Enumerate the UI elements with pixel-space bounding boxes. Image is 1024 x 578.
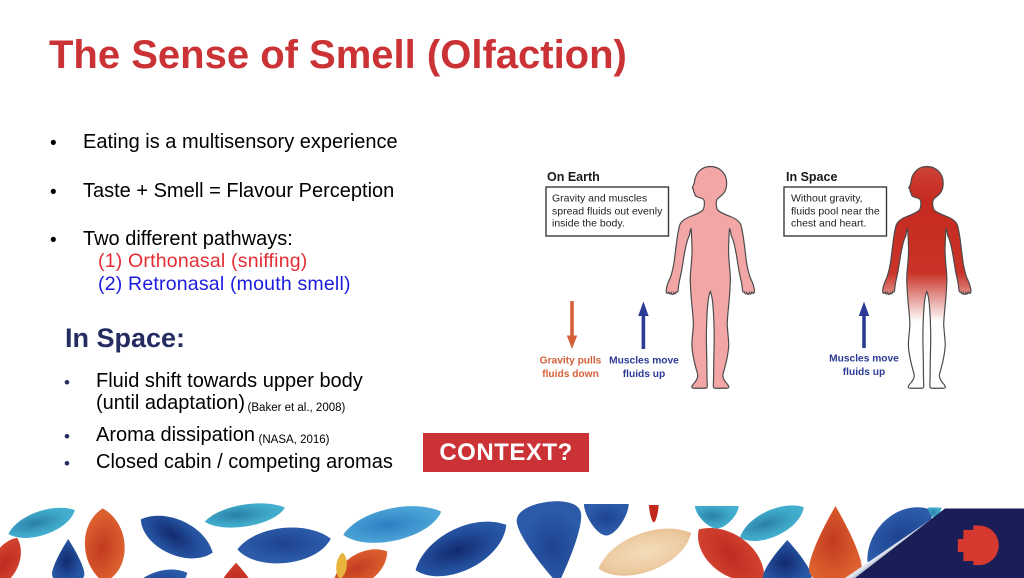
svg-text:Without gravity,: Without gravity,	[791, 193, 863, 205]
svg-text:Gravity pulls: Gravity pulls	[540, 356, 602, 367]
svg-text:spread fluids out evenly: spread fluids out evenly	[552, 205, 663, 217]
svg-text:In Space: In Space	[786, 170, 837, 184]
svg-text:Muscles move: Muscles move	[829, 354, 899, 365]
svg-text:chest and heart.: chest and heart.	[791, 218, 866, 230]
svg-text:fluids down: fluids down	[542, 369, 599, 380]
svg-text:Muscles move: Muscles move	[609, 356, 679, 367]
svg-text:fluids up: fluids up	[843, 367, 885, 378]
svg-text:inside the body.: inside the body.	[552, 218, 625, 230]
svg-text:Gravity and muscles: Gravity and muscles	[552, 193, 647, 205]
svg-text:fluids pool near the: fluids pool near the	[791, 205, 880, 217]
svg-text:On Earth: On Earth	[547, 170, 600, 184]
svg-text:fluids up: fluids up	[623, 369, 665, 380]
